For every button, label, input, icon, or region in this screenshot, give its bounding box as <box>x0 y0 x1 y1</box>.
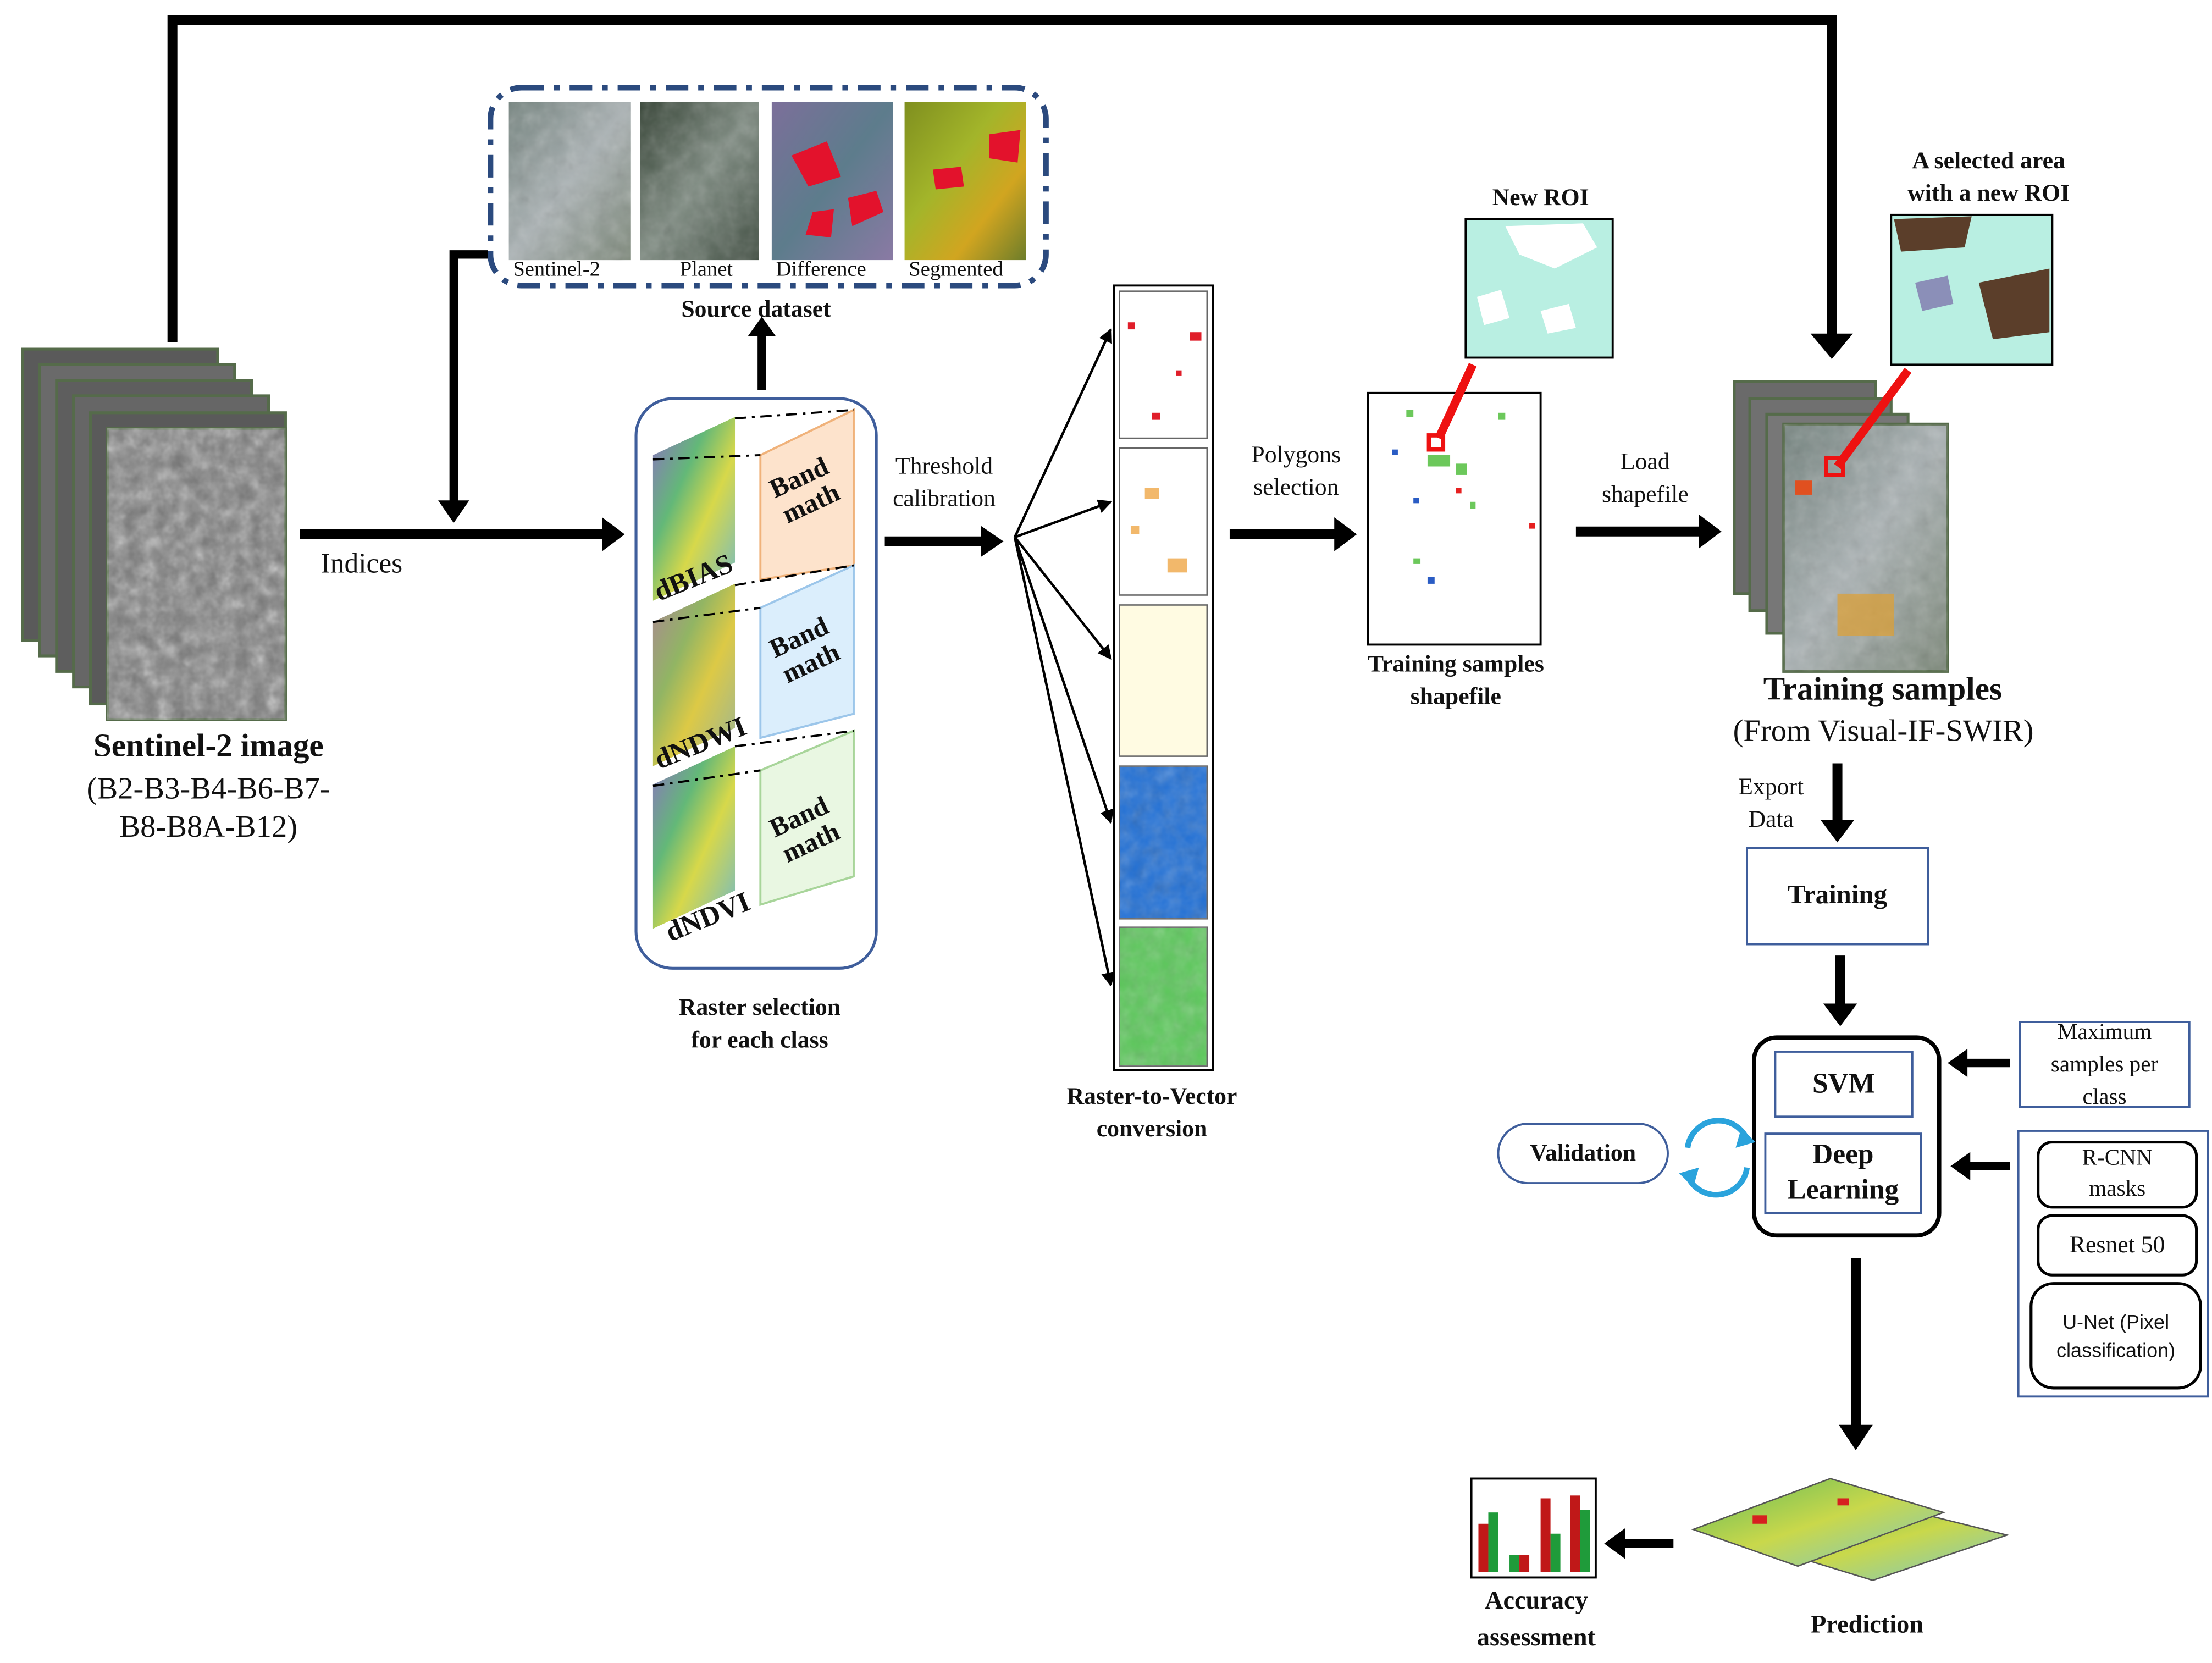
source-dataset-title: Source dataset <box>681 295 831 323</box>
prediction-maps <box>1691 1478 2010 1581</box>
indices-label: Indices <box>320 548 403 580</box>
fan-out-arrows <box>1013 328 1115 987</box>
thumb-label-planet: Planet <box>679 258 733 281</box>
training-shapefile-1: Training samples <box>1367 650 1544 677</box>
sentinel-bands-line2: B8-B8A-B12) <box>119 808 298 844</box>
training-samples-stack <box>1733 380 1949 673</box>
raster-selection-caption-2: for each class <box>691 1026 828 1053</box>
rcnn-box <box>2037 1140 2198 1209</box>
training-samples-subtitle: (From Visual-IF-SWIR) <box>1733 712 2034 748</box>
max-samples-box <box>2019 1021 2191 1108</box>
thumb-label-difference: Difference <box>776 258 866 281</box>
prediction-label: Prediction <box>1811 1610 1923 1639</box>
sentinel-title: Sentinel-2 image <box>93 728 324 764</box>
validation-box <box>1497 1123 1669 1185</box>
load-label-1: Load <box>1620 448 1670 475</box>
thumb-segmented <box>904 102 1026 261</box>
threshold-label-1: Threshold <box>895 452 993 479</box>
band-math-panel-2 <box>759 563 855 739</box>
raster-selection-caption-1: Raster selection <box>678 993 841 1021</box>
sentinel-image-stack <box>21 347 287 721</box>
accuracy-label-2: assessment <box>1476 1622 1596 1651</box>
training-shapefile-2: shapefile <box>1410 682 1501 710</box>
polygons-label-1: Polygons <box>1251 441 1341 468</box>
band-math-panel-3 <box>759 729 855 907</box>
thumb-label-segmented: Segmented <box>909 258 1003 281</box>
thumb-difference <box>771 102 893 261</box>
index-images <box>652 417 736 929</box>
deep-learning-box <box>1764 1132 1922 1214</box>
raster-to-vector-2: conversion <box>1096 1115 1208 1142</box>
cycle-icon <box>1684 1118 1750 1198</box>
export-label-2: Data <box>1748 805 1794 833</box>
resnet-box <box>2037 1214 2198 1277</box>
svm-box <box>1774 1051 1914 1118</box>
thumb-label-sentinel: Sentinel-2 <box>513 258 600 281</box>
sentinel-bands-line1: (B2-B3-B4-B6-B7- <box>86 770 330 806</box>
raster-selection-frame <box>634 397 878 970</box>
selected-area-2: with a new ROI <box>1907 179 2070 207</box>
source-dataset-frame <box>488 85 1049 289</box>
selected-area-1: A selected area <box>1912 147 2065 174</box>
shapefile-map <box>1367 391 1542 646</box>
training-samples-title: Training samples <box>1763 671 2002 707</box>
export-label-1: Export <box>1738 773 1804 800</box>
raster-to-vector-1: Raster-to-Vector <box>1066 1082 1237 1110</box>
polygons-label-2: selection <box>1253 473 1339 501</box>
accuracy-label-1: Accuracy <box>1485 1585 1588 1615</box>
threshold-label-2: calibration <box>893 484 996 512</box>
svm-label: SVM <box>1812 1068 1876 1100</box>
roi-pointer <box>1435 363 1477 440</box>
source-to-indices-line <box>449 250 488 504</box>
new-roi-label: New ROI <box>1492 184 1589 211</box>
load-label-2: shapefile <box>1601 480 1689 508</box>
validation-label: Validation <box>1530 1139 1636 1167</box>
resnet-label: Resnet 50 <box>2069 1231 2165 1258</box>
selected-area-pointer <box>1834 368 1912 469</box>
top-feedback-arrowhead <box>1810 333 1853 360</box>
top-feedback-line <box>167 14 1837 342</box>
unet-box <box>2029 1282 2202 1390</box>
training-box-label: Training <box>1788 880 1888 910</box>
training-box <box>1746 847 1929 946</box>
